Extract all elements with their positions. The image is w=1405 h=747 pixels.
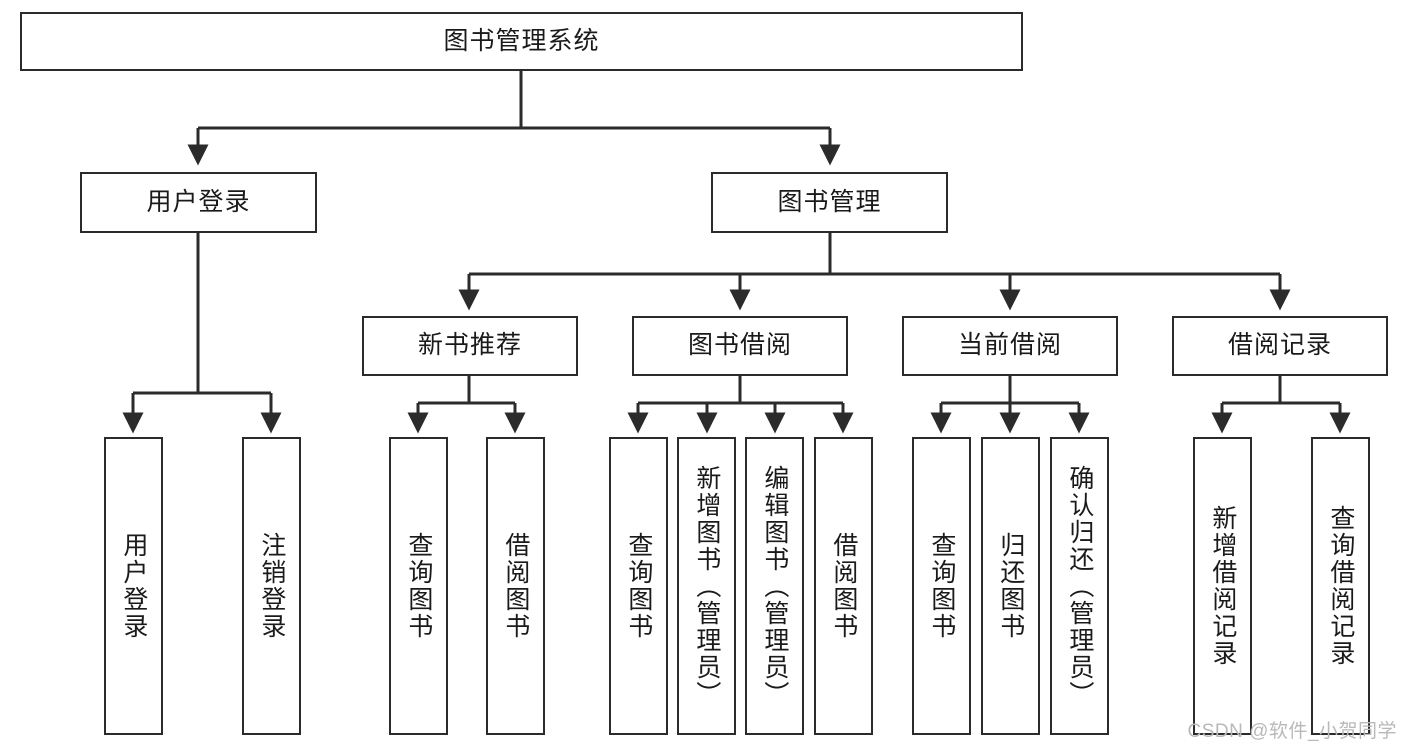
- node-leaf-query-borrow-record[interactable]: 查询借阅记录: [1311, 437, 1370, 735]
- node-label: 查询借阅记录: [1326, 505, 1355, 667]
- node-label: 用户登录: [146, 187, 251, 216]
- node-label: 图书管理: [777, 187, 882, 216]
- node-leaf-query-books-borrowing[interactable]: 查询图书: [609, 437, 668, 735]
- node-label: 借阅图书: [829, 532, 858, 640]
- node-leaf-query-books-recommend[interactable]: 查询图书: [389, 437, 448, 735]
- node-current-borrowing[interactable]: 当前借阅: [902, 316, 1118, 376]
- node-user-login[interactable]: 用户登录: [80, 172, 317, 233]
- node-leaf-borrow-books-borrowing[interactable]: 借阅图书: [814, 437, 873, 735]
- node-label: 当前借阅: [957, 331, 1062, 360]
- node-leaf-add-borrow-record[interactable]: 新增借阅记录: [1193, 437, 1252, 735]
- node-label: 查询图书: [404, 532, 433, 640]
- node-label: 借阅记录: [1227, 331, 1332, 360]
- node-label: 查询图书: [927, 532, 956, 640]
- node-book-management[interactable]: 图书管理: [711, 172, 948, 233]
- watermark-text: CSDN @软件_小贺同学: [1187, 721, 1397, 742]
- node-label: 归还图书: [996, 532, 1025, 640]
- node-label: 确认归还（管理员）: [1065, 464, 1094, 708]
- node-new-book-recommendation[interactable]: 新书推荐: [362, 316, 578, 376]
- node-root-book-management-system[interactable]: 图书管理系统: [20, 12, 1023, 71]
- node-label: 注销登录: [257, 532, 286, 640]
- node-leaf-add-book-admin[interactable]: 新增图书（管理员）: [677, 437, 736, 735]
- node-label: 借阅图书: [501, 532, 530, 640]
- node-label: 图书管理系统: [443, 26, 600, 55]
- node-leaf-confirm-return-admin[interactable]: 确认归还（管理员）: [1050, 437, 1109, 735]
- node-label: 新增图书（管理员）: [692, 464, 721, 708]
- node-leaf-borrow-books-recommend[interactable]: 借阅图书: [486, 437, 545, 735]
- node-book-borrowing[interactable]: 图书借阅: [632, 316, 848, 376]
- node-label: 新书推荐: [417, 331, 522, 360]
- node-leaf-user-login[interactable]: 用户登录: [104, 437, 163, 735]
- node-label: 图书借阅: [687, 331, 792, 360]
- node-leaf-logout[interactable]: 注销登录: [242, 437, 301, 735]
- node-borrowing-records[interactable]: 借阅记录: [1172, 316, 1388, 376]
- node-leaf-edit-book-admin[interactable]: 编辑图书（管理员）: [745, 437, 804, 735]
- node-leaf-query-books-current[interactable]: 查询图书: [912, 437, 971, 735]
- node-label: 查询图书: [624, 532, 653, 640]
- node-leaf-return-books[interactable]: 归还图书: [981, 437, 1040, 735]
- node-label: 新增借阅记录: [1208, 505, 1237, 667]
- node-label: 用户登录: [119, 532, 148, 640]
- node-label: 编辑图书（管理员）: [760, 464, 789, 708]
